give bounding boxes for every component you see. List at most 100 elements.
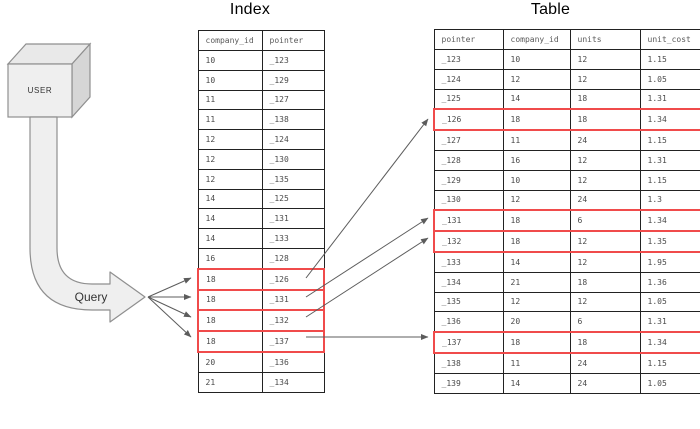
cell: 1.35 xyxy=(639,230,700,253)
table-row: 16_128 xyxy=(197,247,325,270)
cell: 20 xyxy=(197,351,263,373)
cell: _128 xyxy=(261,247,325,270)
cell: _133 xyxy=(261,228,325,249)
cell: 11 xyxy=(197,89,263,111)
cell: _127 xyxy=(261,89,325,111)
cell: 24 xyxy=(569,189,641,211)
cell: 12 xyxy=(502,68,571,90)
cell: _131 xyxy=(261,208,325,230)
cell: 1.95 xyxy=(639,251,700,273)
cell: 12 xyxy=(569,291,641,313)
column-header: pointer xyxy=(261,30,325,51)
cell: _123 xyxy=(261,50,325,71)
cell: _138 xyxy=(433,352,504,374)
cell: 12 xyxy=(569,230,641,253)
cell: _133 xyxy=(433,251,504,273)
cell: 21 xyxy=(502,271,571,293)
cell: 18 xyxy=(197,309,263,333)
cell: 14 xyxy=(502,251,571,273)
cell: 10 xyxy=(502,49,571,70)
column-header: company_id xyxy=(197,30,263,51)
cell: 14 xyxy=(502,88,571,110)
cell: _131 xyxy=(433,209,504,233)
cell: 10 xyxy=(197,69,263,91)
cell: 24 xyxy=(569,372,641,394)
cell: 18 xyxy=(502,209,571,233)
cell: 18 xyxy=(197,267,263,291)
table-row: 14_131 xyxy=(197,208,325,230)
cell: _125 xyxy=(433,88,504,110)
cell: 1.31 xyxy=(639,149,700,171)
cell: 18 xyxy=(502,108,571,132)
cell: _137 xyxy=(433,331,504,354)
table-row: 11_138 xyxy=(197,109,325,131)
cell: 18 xyxy=(569,88,641,110)
cell: 11 xyxy=(502,129,571,151)
cell: 16 xyxy=(197,247,263,270)
cell: _136 xyxy=(433,311,504,333)
table-row: 10_123 xyxy=(197,50,325,71)
table-row: 10_129 xyxy=(197,69,325,91)
cell: 10 xyxy=(197,50,263,71)
cell: 18 xyxy=(197,330,263,353)
cell: _124 xyxy=(261,129,325,150)
cell: _134 xyxy=(261,371,325,393)
cell: 14 xyxy=(197,188,263,210)
cell: 21 xyxy=(197,371,263,393)
cell: 1.3 xyxy=(639,189,700,211)
cell: 1.34 xyxy=(639,108,700,132)
cell: 1.36 xyxy=(639,271,700,293)
query-label: Query xyxy=(75,290,108,304)
cell: 1.31 xyxy=(639,88,700,110)
column-header: units xyxy=(569,29,641,50)
cell: _132 xyxy=(433,230,504,253)
cell: _135 xyxy=(433,291,504,313)
cell: _124 xyxy=(433,68,504,90)
table-row: 20_136 xyxy=(197,351,325,373)
cell: _126 xyxy=(261,267,325,291)
cell: _132 xyxy=(261,309,325,333)
cell: _139 xyxy=(433,372,504,394)
column-header: unit_cost xyxy=(639,29,700,50)
cell: _134 xyxy=(433,271,504,293)
cell: 1.15 xyxy=(639,129,700,151)
query-fan-arrow-3 xyxy=(147,296,192,318)
cell: 18 xyxy=(569,271,641,293)
cell: 11 xyxy=(197,109,263,131)
cell: _126 xyxy=(433,108,504,132)
cell: 1.05 xyxy=(639,291,700,313)
cell: 18 xyxy=(569,331,641,354)
cell: 1.05 xyxy=(639,68,700,90)
table-row: 12_135 xyxy=(197,168,325,190)
cell: 14 xyxy=(502,372,571,394)
cell: 14 xyxy=(197,228,263,249)
cell: 6 xyxy=(569,209,641,233)
cell: 18 xyxy=(197,288,263,312)
cell: 12 xyxy=(569,68,641,90)
cell: 11 xyxy=(502,352,571,374)
table-row: 12_130 xyxy=(197,148,325,170)
cell: 18 xyxy=(502,331,571,354)
table-row-highlighted: 18_137 xyxy=(197,330,325,353)
cell: _129 xyxy=(433,169,504,191)
cell: 14 xyxy=(197,208,263,230)
cell: 1.15 xyxy=(639,169,700,191)
cell: 1.15 xyxy=(639,352,700,374)
cell: 24 xyxy=(569,129,641,151)
cell: 12 xyxy=(569,149,641,171)
